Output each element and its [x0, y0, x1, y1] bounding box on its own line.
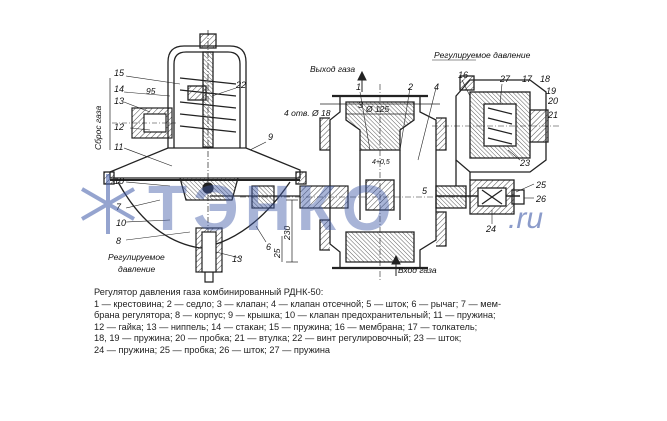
part-10: 10	[114, 176, 124, 186]
part-21: 21	[547, 110, 558, 120]
part-14: 14	[114, 84, 124, 94]
part-26: 26	[535, 194, 546, 204]
label-gas-outlet: Выход газа	[310, 64, 355, 74]
flow-arrows	[357, 70, 401, 276]
part-13-top: 13	[114, 96, 124, 106]
part-17: 17	[522, 74, 533, 84]
lever-linkage	[210, 185, 470, 209]
lower-outlet	[195, 227, 223, 283]
spring-housing	[167, 30, 247, 240]
caption-line: брана регулятора; 8 — корпус; 9 — крышка…	[94, 310, 496, 321]
label-diameter-125: Ø 125	[365, 104, 389, 114]
part-16: 16	[458, 70, 468, 80]
figure-caption: Регулятор давления газа комбинированный …	[94, 287, 594, 357]
part-7: 7	[116, 202, 122, 212]
part-8: 8	[116, 236, 121, 246]
label-gas-release: Сброс газа	[93, 106, 103, 150]
part-27: 27	[499, 74, 511, 84]
part-24: 24	[485, 224, 496, 234]
part-1: 1	[356, 82, 361, 92]
caption-line: 12 — гайка; 13 — ниппель; 14 — стакан; 1…	[94, 321, 478, 332]
label-regulated-pressure-bottom-2: давление	[118, 264, 156, 274]
part-18: 18	[540, 74, 550, 84]
part-22: 22	[235, 80, 246, 90]
label-dim-230: 230	[282, 226, 292, 241]
part-13-bottom: 13	[232, 254, 242, 264]
caption-line: 1 — крестовина; 2 — седло; 3 — клапан; 4…	[94, 298, 502, 309]
part-4: 4	[434, 82, 439, 92]
part-19: 19	[546, 86, 556, 96]
label-bolt-holes: 4 отв. Ø 18	[284, 108, 331, 118]
part-5: 5	[422, 186, 428, 196]
part-20: 20	[547, 96, 558, 106]
part-3: 3	[358, 100, 363, 110]
diaphragm-chamber	[103, 147, 307, 249]
dimension-lines	[109, 78, 440, 263]
caption-line: 24 — пружина; 25 — пробка; 26 — шток; 27…	[94, 344, 331, 355]
part-23: 23	[519, 158, 530, 168]
part-15: 15	[114, 68, 125, 78]
part-9: 9	[268, 132, 273, 142]
caption-title: Регулятор давления газа комбинированный …	[94, 287, 324, 297]
leader-lines	[123, 59, 535, 259]
label-regulated-pressure-bottom-1: Регулируемое	[108, 252, 165, 262]
caption-line: 18, 19 — пружина; 20 — пробка; 21 — втул…	[94, 333, 462, 344]
label-tolerance: 4+0,5	[372, 159, 390, 166]
label-gas-inlet: Вход газа	[398, 265, 437, 275]
part-6: 6	[266, 242, 271, 252]
annotation-labels: Сброс газа Выход газа Вход газа Регулиру…	[93, 50, 531, 275]
shutoff-device	[432, 75, 560, 215]
label-dim-25: 25	[272, 248, 282, 259]
label-dim-95: 95	[146, 86, 156, 96]
label-regulated-pressure-top: Регулируемое давление	[434, 50, 531, 60]
part-number-labels: 15 14 13 12 11 10 7 10 8 22 9 6 13 1 2 4…	[114, 68, 558, 264]
part-25: 25	[535, 180, 547, 190]
side-nozzle	[112, 107, 176, 139]
part-2: 2	[407, 82, 413, 92]
part-12: 12	[114, 122, 124, 132]
part-10b: 10	[116, 218, 126, 228]
part-11: 11	[114, 142, 123, 152]
